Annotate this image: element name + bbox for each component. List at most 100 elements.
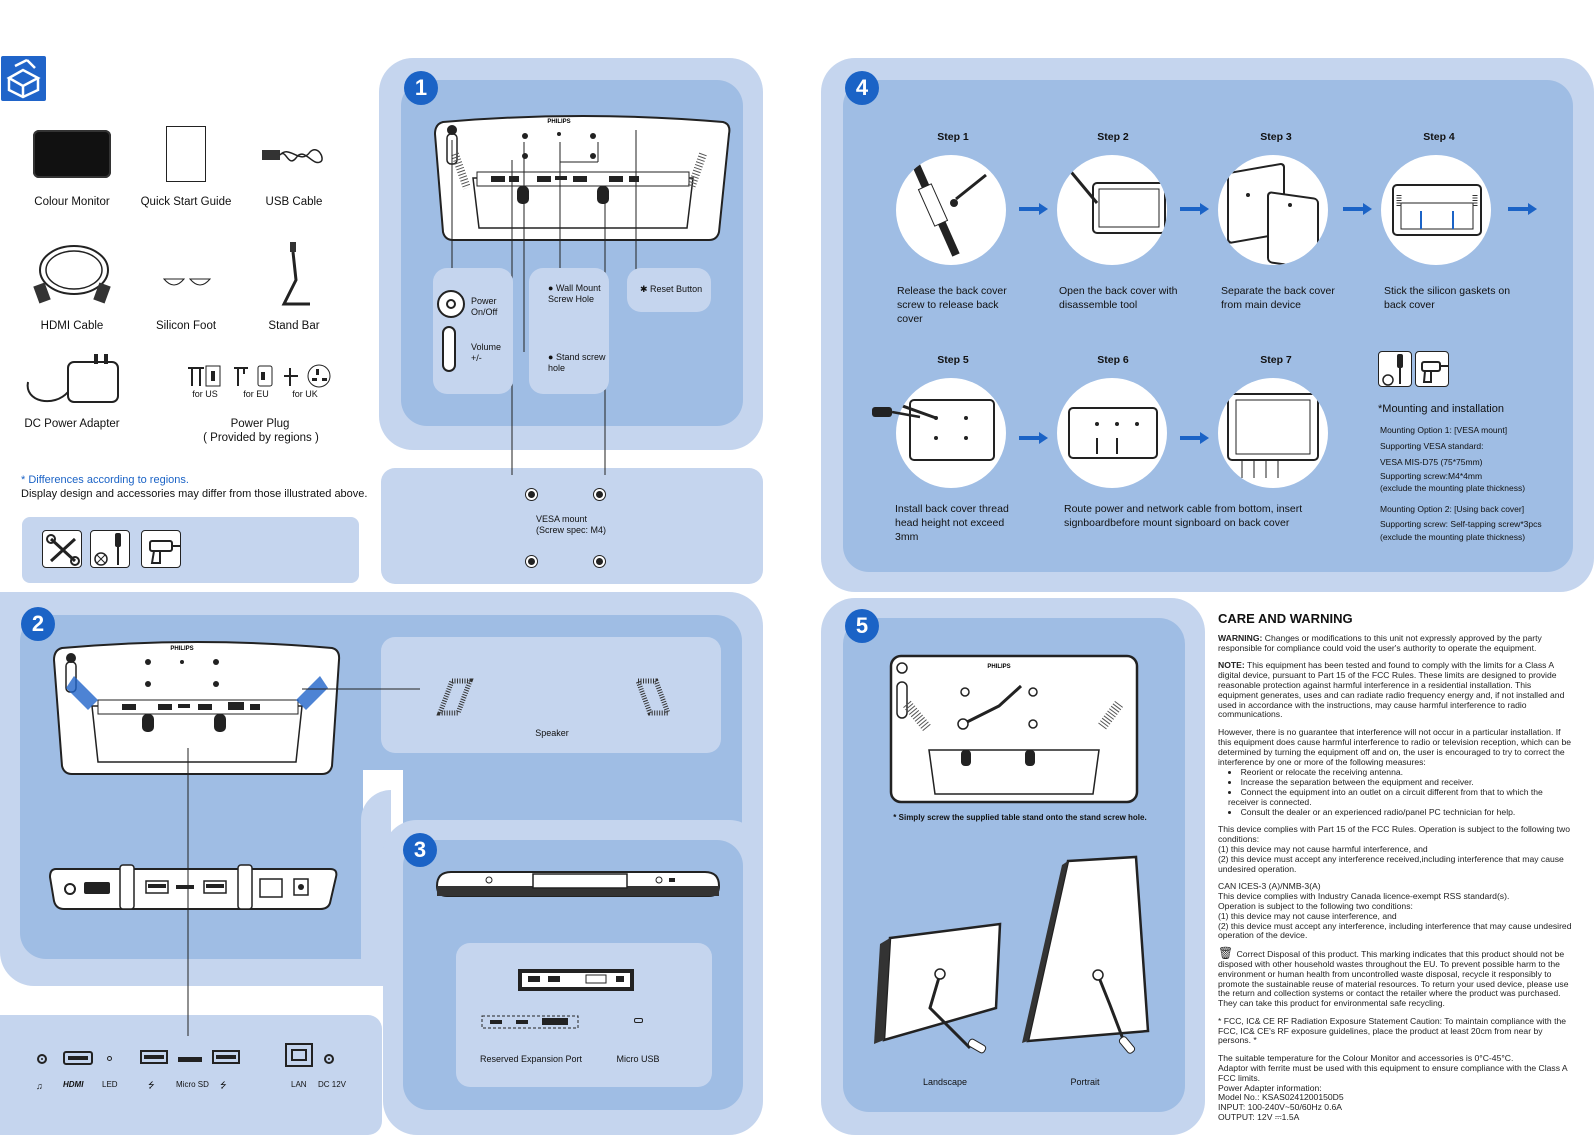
dc-power-adapter-icon [26,354,119,403]
for-eu-label: for EU [243,389,269,399]
reset-box [627,268,711,312]
step-6-image [1057,378,1167,488]
measure-item: Consult the dealer or an experienced rad… [1228,807,1573,818]
vesa-hole-br [594,556,605,567]
arrow-icon [1019,203,1048,215]
quick-start-guide-label: Quick Start Guide [140,196,232,208]
vesa-standard-label: Supporting VESA standard: [1380,441,1484,451]
dc-power-adapter-label: DC Power Adapter [24,418,120,430]
usb-cable-icon [262,149,323,164]
step-5-image [896,378,1006,488]
measure-item: Reorient or relocate the receiving anten… [1228,768,1573,778]
step-3-text: Separate the back cover from main device [1221,285,1335,311]
arrow-icon [1343,203,1372,215]
arrow-icon [1508,203,1537,215]
section-4-number: 4 [845,71,879,105]
step-2-text: Open the back cover with disassemble too… [1059,285,1178,311]
stand-screw-text: Stand screw hole [548,352,606,373]
arrow-icon [1180,432,1209,444]
usb-port-1-icon [140,1050,168,1064]
arrow-icon [1180,203,1209,215]
ices-paragraph: CAN ICES-3 (A)/NMB-3(A) This device comp… [1218,881,1572,941]
screw-2-label: Supporting screw: Self-tapping screw*3pc… [1380,519,1542,529]
temperature-paragraph: The suitable temperature for the Colour … [1218,1053,1568,1123]
lan-port-icon [285,1043,313,1067]
measures-list: Reorient or relocate the receiving anten… [1228,768,1573,817]
led-icon [107,1056,112,1061]
brand-logo-2: PHILIPS [170,646,193,652]
note-text: This equipment has been tested and found… [1218,660,1565,720]
mount-drill-icon [1415,351,1449,387]
screw-screwdriver-icon [90,530,130,568]
landscape-label: Landscape [922,1077,968,1087]
brand-logo-5: PHILIPS [987,664,1010,670]
dc-port-icon [324,1054,334,1064]
dc-label: DC 12V [318,1080,347,1089]
reserved-expansion-port-label: Reserved Expansion Port [479,1054,583,1064]
step-1-image [896,155,1006,265]
disposal-paragraph: 🗑 Correct Disposal of this product. This… [1218,946,1573,1009]
step-7-image [1218,378,1328,488]
for-uk-label: for UK [292,389,318,399]
portrait-stand-diagram [1022,855,1150,1054]
landscape-stand-diagram [874,922,1002,1054]
section-3-number: 3 [403,833,437,867]
hdmi-cable-label: HDMI Cable [40,320,104,332]
panel-2-ports-box [0,1015,382,1135]
section-2-number: 2 [21,607,55,641]
warning-label: WARNING: [1218,632,1263,643]
port-strip-diagram [48,864,338,910]
exclude-1-label: (exclude the mounting plate thickness) [1380,483,1526,493]
mounting-option-2: Mounting Option 2: [Using back cover] [1380,504,1525,514]
step-3-title: Step 3 [1260,131,1292,143]
stand-bar-icon [281,242,310,306]
box-icon [1,56,46,101]
weee-bin-icon: 🗑 [1218,946,1237,961]
note-label: NOTE: [1218,660,1245,671]
monitor-side-diagram [435,871,721,897]
silicon-foot-label: Silicon Foot [155,320,217,332]
step-6-title: Step 6 [1097,354,1129,366]
panel-3-ports-box [456,943,712,1087]
vesa-hole-tr [594,489,605,500]
for-us-label: for US [192,389,218,399]
step-5-text: Install back cover thread head height no… [895,503,1009,543]
step-2-image [1057,155,1167,265]
speaker-box [381,637,721,753]
care-title: CARE AND WARNING [1218,611,1353,626]
step-4-title: Step 4 [1423,131,1455,143]
usb-symbol-2: ⭍ [220,1081,227,1090]
note-paragraph: NOTE: This equipment has been tested and… [1218,660,1573,720]
step-7-title: Step 7 [1260,354,1292,366]
warning-paragraph: WARNING: Changes or modifications to thi… [1218,632,1573,654]
care-warning-section: CARE AND WARNING WARNING: Changes or mod… [1218,611,1573,1131]
step-4-text: Stick the silicon gaskets on back cover [1384,285,1511,311]
step-5-title: Step 5 [937,354,969,366]
colour-monitor-image [33,130,111,178]
step-3-image [1218,155,1328,265]
part15-paragraph: This device complies with Part 15 of the… [1218,824,1571,874]
power-plug-label: Power Plug [230,418,290,430]
port-leader-line [187,748,189,1036]
disposal-text: Correct Disposal of this product. This m… [1218,949,1569,1009]
micro-sd-label: Micro SD [176,1080,209,1089]
speaker-leader-line [302,688,420,690]
step-2-title: Step 2 [1097,131,1129,143]
panel-1-vesa-box [381,468,763,584]
brand-logo-1: PHILIPS [547,119,570,125]
power-drill-icon [141,530,181,568]
power-plug-icon [188,364,331,388]
micro-usb-label: Micro USB [616,1054,660,1064]
wall-mount-text: Wall Mount Screw Hole [548,283,601,304]
expansion-port-diagram [518,969,634,991]
stand-note: * Simply screw the supplied table stand … [893,813,1147,822]
power-on-off-label: Power On/Off [471,296,498,317]
screwdriver-icon [872,407,921,419]
vesa-hole-bl [526,556,537,567]
usb-symbol-1: ⭍ [148,1081,155,1090]
step-1-title: Step 1 [937,131,969,143]
speaker-right-icon [634,678,672,716]
audio-jack-icon [37,1054,47,1064]
colour-monitor-label: Colour Monitor [34,196,110,208]
step-1-text: Release the back cover screw to release … [897,285,1007,325]
